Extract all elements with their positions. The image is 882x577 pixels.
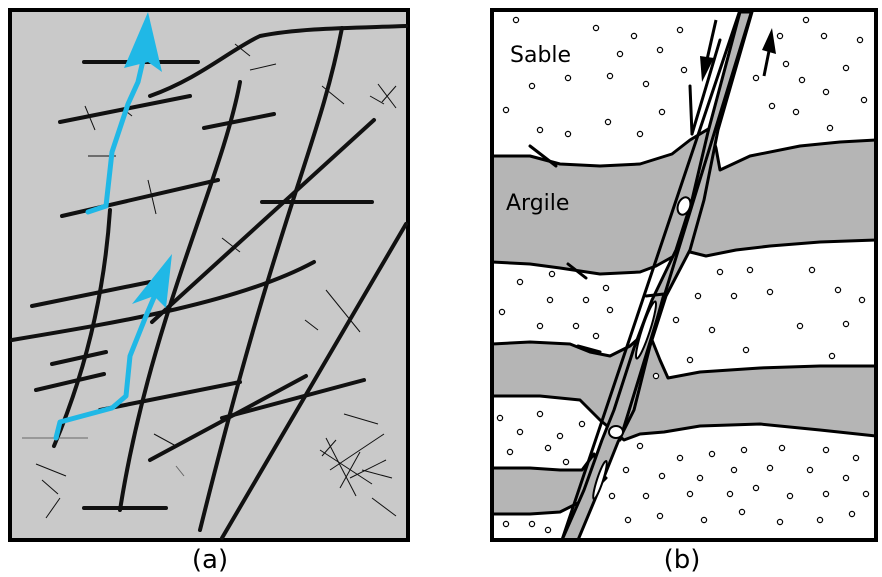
panel-b: Sable Argile (b) <box>490 8 878 575</box>
flow-paths <box>53 49 161 441</box>
flow-path-lower <box>53 285 161 441</box>
shear-arrows <box>700 19 776 82</box>
panel-b-frame <box>490 8 878 542</box>
panel-a-caption: (a) <box>192 545 228 575</box>
fault-lines <box>528 10 754 540</box>
panel-b-caption: (b) <box>664 545 701 575</box>
fault-zone <box>560 10 754 540</box>
label-clay: Argile <box>506 191 569 216</box>
sand-grains <box>496 16 870 534</box>
flow-path-upper <box>85 49 148 215</box>
arrow-head-upper-icon <box>124 12 162 72</box>
fracture-long-curved <box>10 260 316 342</box>
label-sand: Sable <box>510 43 571 68</box>
arrow-down-icon <box>700 56 714 82</box>
minor-fractures <box>35 43 397 519</box>
fracture-boundary-top <box>148 24 408 98</box>
panel-a-frame <box>8 8 410 542</box>
clay-layer-2 <box>492 328 876 442</box>
fault-lenses <box>592 196 692 501</box>
arrow-up-icon <box>762 28 776 54</box>
arrow-head-lower-icon <box>132 254 172 308</box>
panel-a: (a) <box>8 8 410 575</box>
